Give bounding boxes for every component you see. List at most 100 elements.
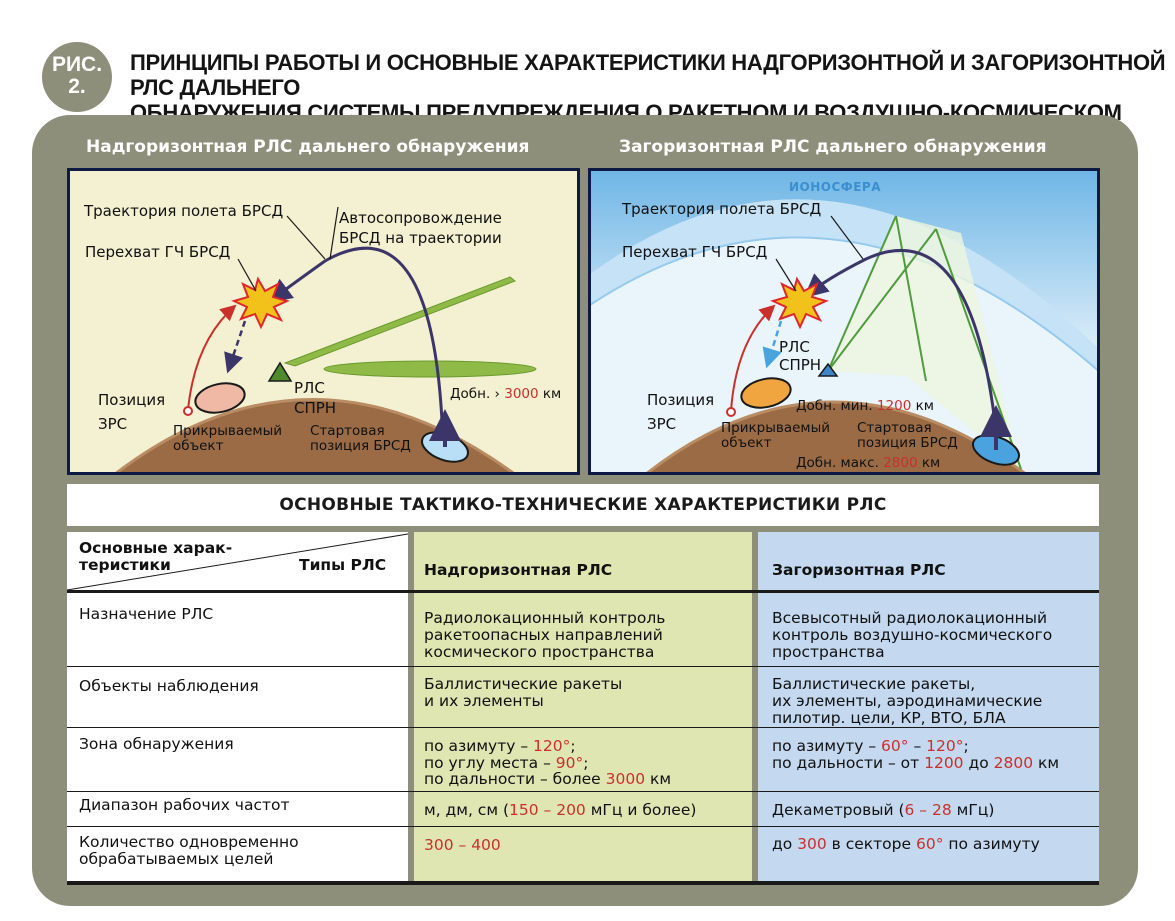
highlight-value: 6 – 28 — [904, 801, 952, 819]
leader-tracking — [329, 206, 339, 260]
row-divider — [67, 727, 1099, 728]
badge-number: 2. — [68, 75, 86, 98]
cell-beyond: пространства — [772, 643, 885, 661]
highlight-value: 90° — [555, 753, 584, 772]
highlight-value: 60° — [915, 835, 944, 853]
cell-text: до — [772, 835, 798, 853]
over-horizon-diagram: Траектория полета БРСД Перехват ГЧ БРСД … — [67, 168, 580, 475]
highlight-value: 60° — [881, 737, 909, 755]
cell-line: по дальности – от 1200 до 2800 км — [772, 753, 1060, 772]
label-intercept: Перехват ГЧ БРСД — [85, 243, 231, 261]
cell-text: ; — [583, 753, 589, 772]
label-zrs-1: Позиция — [98, 391, 166, 409]
highlight-value: 2800 — [993, 753, 1034, 772]
cell-line: 300 – 400 — [424, 837, 501, 854]
label-protected-2: объект — [721, 435, 772, 451]
corner-types: Типы РЛС — [299, 556, 387, 574]
label-range: Добн. › 3000 км — [450, 387, 561, 401]
cell-beyond: Баллистические ракеты, — [772, 675, 976, 693]
cell-text: мГц и более) — [585, 801, 697, 819]
cell-over: Баллистические ракеты — [424, 675, 623, 693]
range-prefix: Добн. › — [450, 386, 500, 402]
table-title: ОСНОВНЫЕ ТАКТИКО-ТЕХНИЧЕСКИЕ ХАРАКТЕРИСТ… — [67, 484, 1099, 526]
cell-line: по азимуту – 60° – 120°; — [772, 738, 969, 755]
label-autotrack-1: Автосопровождение — [339, 209, 502, 227]
cell-text: по азимуту — [943, 835, 1040, 853]
beam-line-3 — [895, 215, 927, 382]
cell-text: – — [908, 737, 927, 755]
cell-over: и их элементы — [424, 692, 544, 710]
leader-intercept — [237, 258, 257, 292]
interceptor-path — [730, 304, 776, 412]
over-horizon-scene — [70, 171, 577, 472]
max-range-unit: км — [921, 455, 941, 471]
table-bottom-rule — [67, 881, 1099, 885]
radar-triangle — [817, 362, 839, 377]
range-unit: км — [542, 386, 562, 402]
label-zrs-1: Позиция — [647, 391, 715, 409]
sam-position-marker — [183, 406, 193, 416]
cell-text: м, дм, см ( — [424, 801, 510, 819]
highlight-value: 1200 — [924, 753, 964, 772]
cell-line: по углу места – 90°; — [424, 753, 589, 772]
explosion-icon — [770, 276, 829, 330]
max-range-prefix: Добн. макс. — [796, 455, 879, 471]
cell-text: ; — [570, 737, 576, 755]
cell-text: по дальности – более — [424, 770, 606, 788]
min-range-value: 1200 — [876, 398, 912, 414]
header-over-horizon: Надгоризонтная РЛС — [424, 561, 613, 579]
label-ionosphere: ИОНОСФЕРА — [789, 180, 881, 194]
cell-line: Декаметровый (6 – 28 мГц) — [772, 802, 994, 819]
label-protected-1: Прикрываемый — [721, 420, 831, 436]
label-protected-1: Прикрываемый — [173, 423, 283, 439]
cell-text: Декаметровый ( — [772, 801, 905, 819]
interceptor-path — [187, 304, 237, 411]
warhead-path — [762, 320, 783, 369]
explosion-icon — [231, 276, 290, 330]
protected-object — [194, 382, 246, 414]
cell-text: по азимуту – — [424, 737, 534, 755]
warhead-path — [224, 320, 247, 374]
label-autotrack-2: БРСД на траектории — [339, 229, 502, 247]
cell-text: км — [645, 770, 672, 788]
label-launch-2: позиция БРСД — [857, 435, 958, 451]
highlight-value: 120° — [926, 737, 964, 755]
row-name: Количество одновременно — [79, 833, 299, 851]
missile-trajectory — [803, 248, 998, 432]
sam-position-marker — [726, 407, 736, 417]
cell-over: космического пространства — [424, 643, 655, 661]
missile-trajectory — [267, 246, 444, 422]
highlight-value: 300 – 400 — [424, 836, 501, 854]
label-max-range: Добн. макс. 2800 км — [796, 456, 940, 470]
cell-beyond: Всевысотный радиолокационный — [772, 609, 1048, 627]
row-name: Зона обнаружения — [79, 735, 234, 753]
beam-line-1 — [827, 215, 897, 372]
cell-text: ; — [963, 737, 969, 755]
cell-text: км — [1033, 753, 1060, 772]
cell-beyond: контроль воздушно-космического — [772, 626, 1053, 644]
title-line-1: ПРИНЦИПЫ РАБОТЫ И ОСНОВНЫЕ ХАРАКТЕРИСТИК… — [130, 50, 1166, 100]
label-zrs-2: ЗРС — [98, 415, 128, 433]
corner-line-1: Основные харак- — [79, 539, 233, 557]
label-radar-2: СПРН — [779, 356, 822, 374]
min-range-unit: км — [915, 398, 934, 414]
label-trajectory: Траектория полета БРСД — [84, 202, 284, 220]
cell-line: до 300 в секторе 60° по азимуту — [772, 836, 1040, 853]
cell-line: по азимуту – 120°; — [424, 738, 576, 755]
header-beyond-horizon: Загоризонтная РЛС — [772, 561, 946, 579]
beyond-horizon-diagram: ИОНОСФЕРА Траектория полета БРСД Перехва… — [588, 168, 1100, 475]
row-name: Диапазон рабочих частот — [79, 796, 290, 814]
row-divider — [67, 791, 1099, 792]
highlight-value: 3000 — [605, 770, 646, 788]
corner-line-2: теристики — [79, 556, 171, 574]
beyond-horizon-scene — [591, 171, 1097, 472]
corner-diagonal — [67, 533, 408, 591]
label-trajectory: Траектория полета БРСД — [622, 200, 822, 218]
highlight-value: 150 – 200 — [509, 801, 586, 819]
row-divider — [67, 666, 1099, 667]
characteristics-table: Основные харак- теристики Типы РЛС Надго… — [67, 532, 1099, 885]
row-name: Объекты наблюдения — [79, 677, 259, 695]
label-intercept: Перехват ГЧ БРСД — [622, 243, 768, 261]
cell-text: в секторе — [826, 835, 916, 853]
label-zrs-2: ЗРС — [647, 415, 677, 433]
